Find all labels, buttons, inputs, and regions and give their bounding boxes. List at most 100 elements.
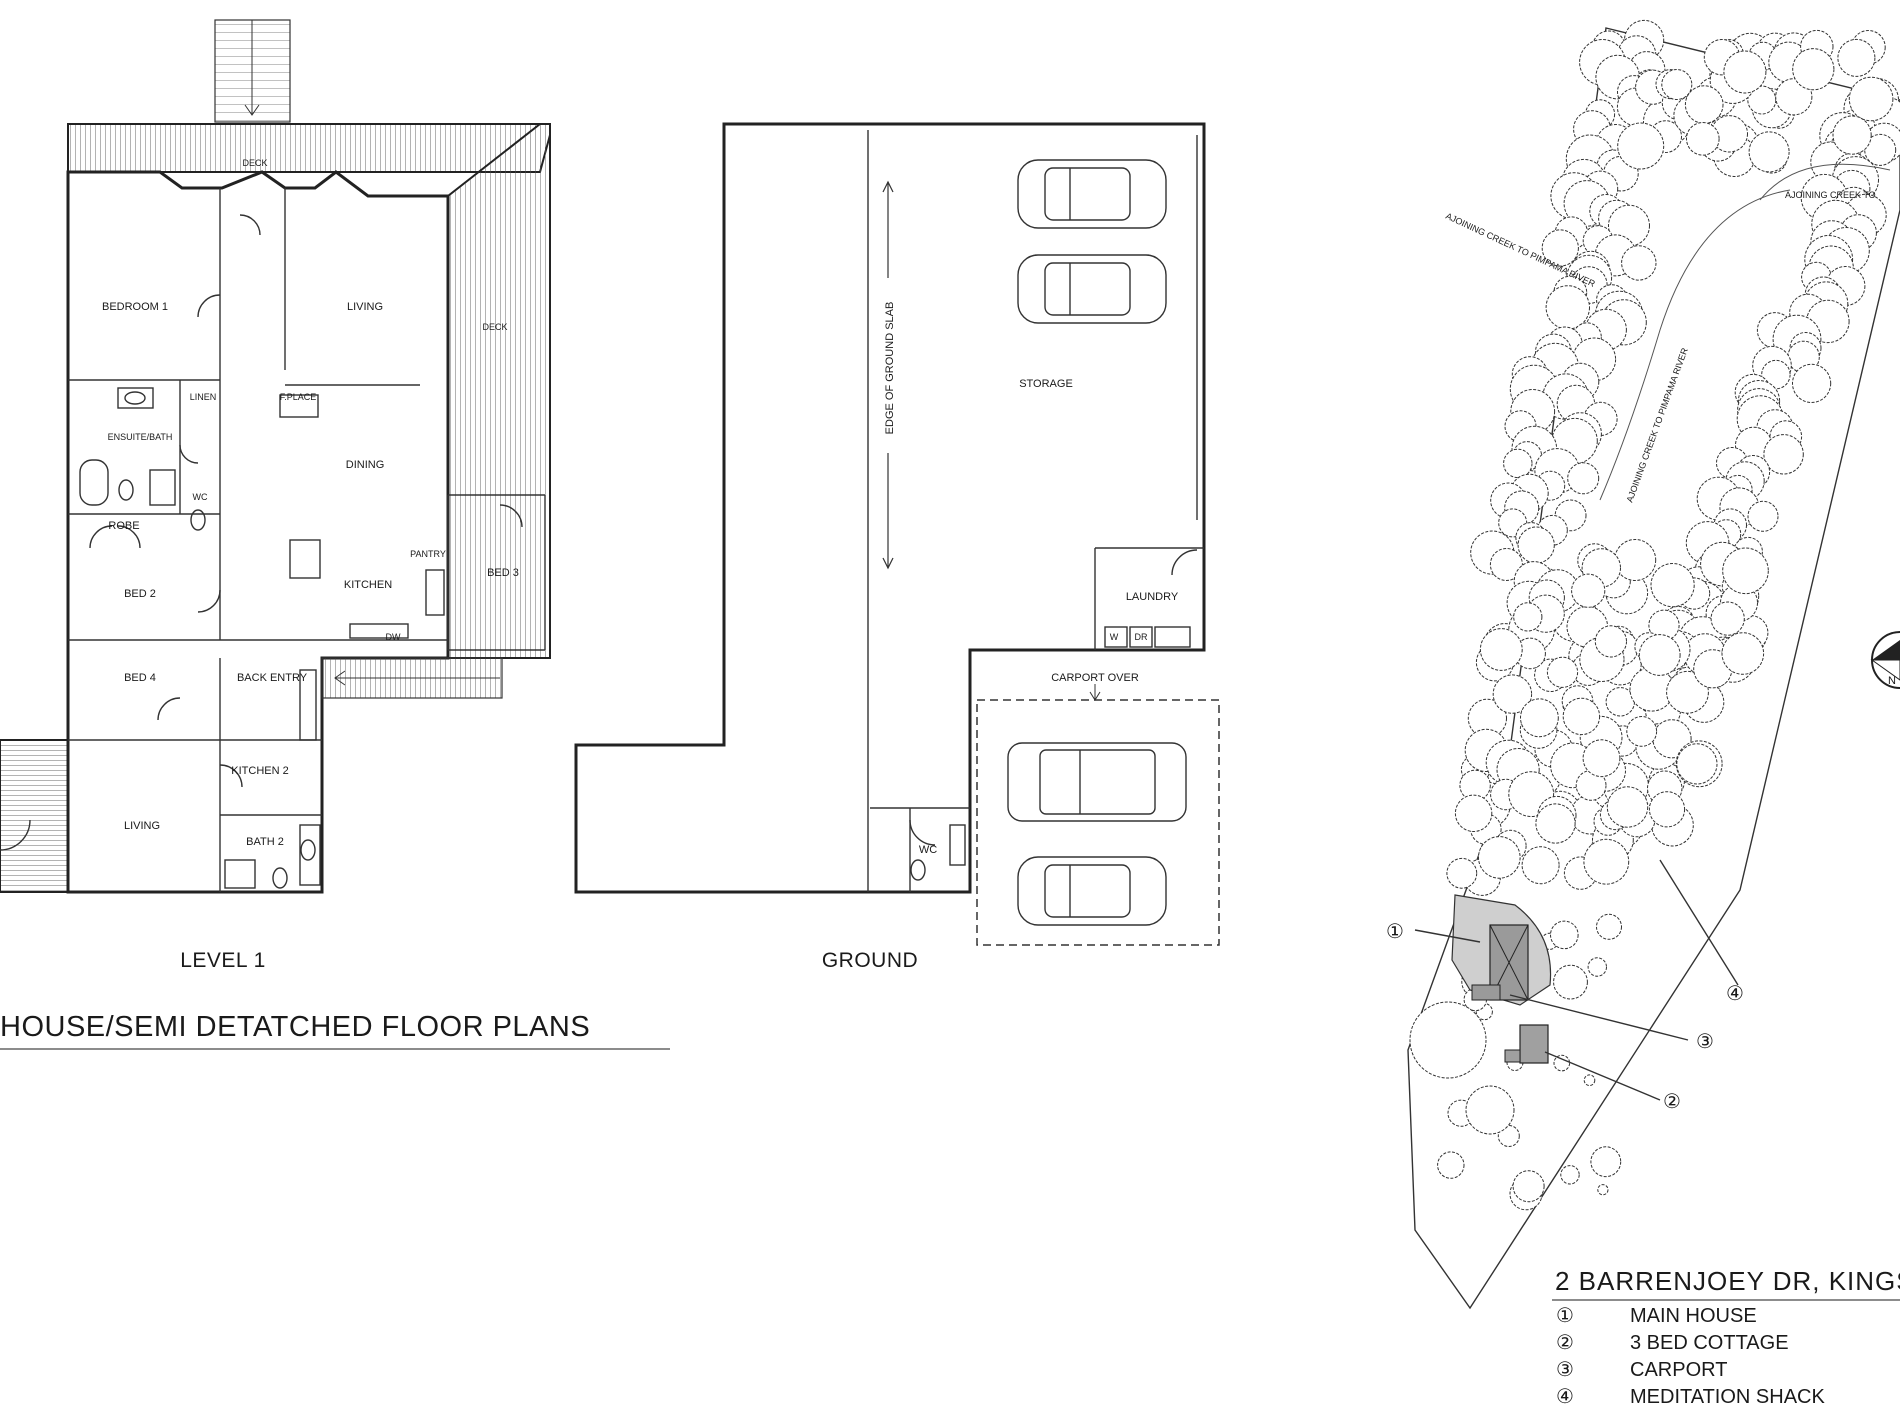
tree-symbol xyxy=(1571,573,1606,608)
tree-symbol xyxy=(1545,285,1591,330)
level1-title: LEVEL 1 xyxy=(180,949,266,972)
level1-bath2-label: BATH 2 xyxy=(246,836,284,848)
tree-symbol xyxy=(1583,838,1630,885)
north-label: N xyxy=(1888,675,1896,687)
legend-num-3: ③ xyxy=(1556,1359,1574,1381)
tree-symbol xyxy=(1596,913,1622,940)
tree-symbol xyxy=(1465,1085,1515,1135)
tree-symbol xyxy=(1512,1170,1545,1203)
site-creek-label-3: AJOINING CREEK TO xyxy=(1785,190,1876,200)
tree-symbol xyxy=(1710,601,1745,636)
tree-symbol xyxy=(1553,1054,1571,1072)
tree-symbol xyxy=(1661,69,1693,100)
legend-label-meditation-shack: MEDITATION SHACK xyxy=(1630,1386,1825,1408)
tree-symbol xyxy=(1567,462,1600,495)
tree-symbol xyxy=(1722,547,1769,595)
cottage-footprint xyxy=(1504,1024,1549,1064)
level1-deck-right-label: DECK xyxy=(482,322,507,332)
tree-symbol xyxy=(1775,78,1813,116)
ground-storage-label: STORAGE xyxy=(1019,378,1073,390)
level1-deck-top-label: DECK xyxy=(242,158,267,168)
tree-symbol xyxy=(1837,38,1876,77)
tree-symbol xyxy=(1648,791,1686,828)
level1-back-entry-label: BACK ENTRY xyxy=(237,672,308,684)
tree-symbol xyxy=(1520,698,1559,738)
tree-symbol xyxy=(1621,245,1657,281)
ground-carport-label: CARPORT OVER xyxy=(1051,672,1139,684)
level1-linen-label: LINEN xyxy=(190,392,217,402)
main-house-footprint xyxy=(1451,894,1552,1006)
tree-symbol xyxy=(1497,1125,1520,1147)
tree-symbol xyxy=(1503,448,1533,479)
car-3 xyxy=(1007,742,1187,822)
legend-label-carport: CARPORT xyxy=(1630,1359,1727,1381)
tree-symbol xyxy=(1546,656,1579,688)
callout-3: ③ xyxy=(1696,1031,1714,1053)
tree-symbol xyxy=(1684,85,1724,124)
tree-symbol xyxy=(1517,526,1555,564)
deck-top xyxy=(67,123,551,173)
ground-plan: EDGE OF GROUND SLAB STORAGE LAUNDRY W DR… xyxy=(574,122,1220,972)
level1-living2-label: LIVING xyxy=(124,820,160,832)
deck-left xyxy=(0,739,69,893)
level1-wc-label: WC xyxy=(193,492,208,502)
level1-dining-label: DINING xyxy=(346,459,385,471)
tree-symbol xyxy=(1686,122,1720,156)
level1-bed2-label: BED 2 xyxy=(124,588,156,600)
level1-pantry-label: PANTRY xyxy=(410,549,446,559)
site-title: 2 BARRENJOEY DR, KINGSH xyxy=(1555,1266,1900,1296)
tree-symbol xyxy=(1560,1165,1580,1185)
tree-symbol xyxy=(1626,716,1658,747)
ground-title: GROUND xyxy=(822,949,918,972)
tree-symbol xyxy=(1535,803,1576,844)
tree-symbol xyxy=(1723,50,1767,94)
car-4 xyxy=(1017,856,1167,926)
tree-symbol xyxy=(1521,846,1560,885)
tree-symbol xyxy=(1409,1001,1487,1079)
level1-bedroom1-label: BEDROOM 1 xyxy=(102,301,168,313)
level1-bed4-label: BED 4 xyxy=(124,672,156,684)
level1-kitchen2-label: KITCHEN 2 xyxy=(231,765,288,777)
callout-2: ② xyxy=(1663,1091,1681,1113)
legend-label-cottage: 3 BED COTTAGE xyxy=(1630,1332,1789,1354)
legend-num-2: ② xyxy=(1556,1332,1574,1354)
legend-label-main-house: MAIN HOUSE xyxy=(1630,1305,1757,1327)
tree-symbol xyxy=(1763,434,1804,475)
tree-symbol xyxy=(1594,625,1628,658)
tree-symbol xyxy=(1666,670,1709,714)
ground-slab-label: EDGE OF GROUND SLAB xyxy=(884,302,896,435)
ground-wc-label: WC xyxy=(919,844,937,856)
level1-kitchen-label: KITCHEN xyxy=(344,579,392,591)
level1-fplace-label: F.PLACE xyxy=(280,392,317,402)
tree-symbol xyxy=(1597,1184,1609,1196)
tree-symbol xyxy=(1761,359,1791,390)
tree-symbol xyxy=(1848,76,1894,122)
tree-symbol xyxy=(1747,500,1779,532)
site-plan: AJOINING CREEK TO PIMPAMA RIVER AJOINING… xyxy=(1386,19,1900,1408)
sheet-heading: HOUSE/SEMI DETATCHED FLOOR PLANS xyxy=(0,1011,590,1043)
tree-symbol xyxy=(1587,957,1608,977)
legend-num-4: ④ xyxy=(1556,1386,1574,1408)
car-2 xyxy=(1017,254,1167,324)
carport-dashed-outline xyxy=(976,699,1220,946)
site-legend: ① MAIN HOUSE ② 3 BED COTTAGE ③ CARPORT ④… xyxy=(1556,1305,1825,1408)
tree-symbol xyxy=(1489,548,1523,581)
site-trees xyxy=(1409,19,1900,1211)
tree-symbol xyxy=(1446,857,1478,889)
tree-symbol xyxy=(1479,628,1523,671)
tree-symbol xyxy=(1454,794,1493,832)
tree-symbol xyxy=(1792,363,1832,403)
tree-symbol xyxy=(1437,1151,1465,1179)
north-arrow: N xyxy=(1870,631,1900,689)
tree-symbol xyxy=(1553,964,1588,1000)
tree-symbol xyxy=(1864,133,1897,166)
tree-symbol xyxy=(1590,1146,1622,1178)
tree-symbol xyxy=(1582,739,1621,778)
site-creek-label-2: AJOINING CREEK TO PIMPAMA RIVER xyxy=(1624,346,1690,504)
tree-symbol xyxy=(1676,743,1718,785)
level1-plan: DECK DECK BEDROOM 1 LIVING LINEN F.PLACE… xyxy=(0,19,551,972)
callout-1: ① xyxy=(1386,921,1404,943)
level1-ensuite-label: ENSUITE/BATH xyxy=(108,432,173,442)
level1-living-label: LIVING xyxy=(347,301,383,313)
